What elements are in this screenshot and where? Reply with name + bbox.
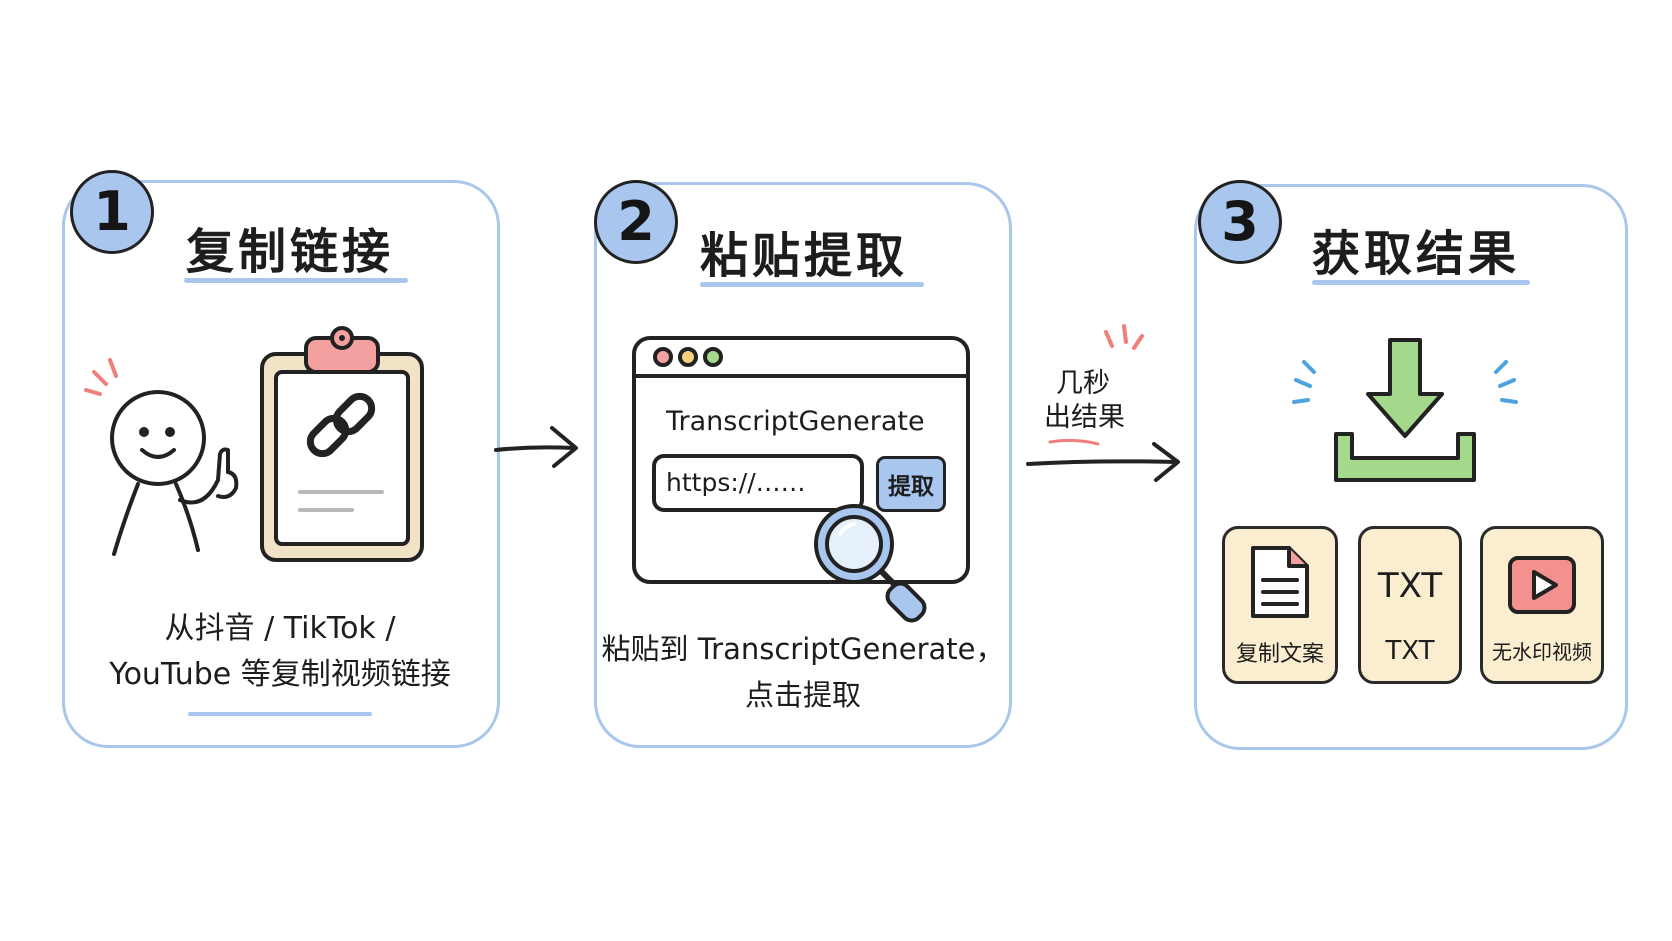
step-1-number: 1 (70, 170, 154, 254)
url-input-box (652, 454, 864, 512)
step-1-caption-underline (188, 712, 372, 716)
download-icon (1292, 338, 1518, 482)
clipboard-link-icon (260, 326, 424, 562)
extract-button: 提取 (876, 456, 946, 512)
video-play-icon (1508, 556, 1576, 614)
arrow-note-line2: 出结果 (1044, 402, 1125, 433)
sparkle-icon (1104, 324, 1144, 350)
step-3-title-underline (1312, 280, 1530, 285)
step-3-title: 获取结果 (1312, 226, 1521, 282)
output-card-txt (1358, 526, 1462, 684)
step-3-number: 3 (1198, 180, 1282, 264)
txt-icon: TXT (1377, 566, 1443, 606)
arrow-right-icon (1026, 438, 1180, 482)
output-label-video: 无水印视频 (1492, 640, 1592, 664)
step-1-caption-line2: YouTube 等复制视频链接 (109, 657, 451, 692)
document-icon (1251, 546, 1309, 618)
url-input-text: https://…… (666, 468, 806, 497)
arrow-note-line1: 几秒 (1056, 368, 1110, 399)
step-2-title: 粘贴提取 (700, 228, 909, 284)
step-1-caption-line1: 从抖音 / TikTok / (164, 611, 396, 646)
step-1-title: 复制链接 (186, 224, 395, 280)
arrow-right-icon (494, 426, 578, 468)
step-2-caption-line1: 粘贴到 TranscriptGenerate， (601, 632, 1005, 666)
step-2-number: 2 (594, 180, 678, 264)
step-2-title-underline (700, 282, 924, 287)
output-label-copy-text: 复制文案 (1235, 642, 1324, 667)
step-1-title-underline (184, 278, 408, 283)
stick-figure-icon (84, 358, 239, 556)
output-label-txt: TXT (1385, 636, 1435, 666)
magnifier-icon (814, 504, 927, 623)
browser-site-title: TranscriptGenerate (666, 406, 925, 437)
step-2-caption-line2: 点击提取 (744, 678, 861, 712)
